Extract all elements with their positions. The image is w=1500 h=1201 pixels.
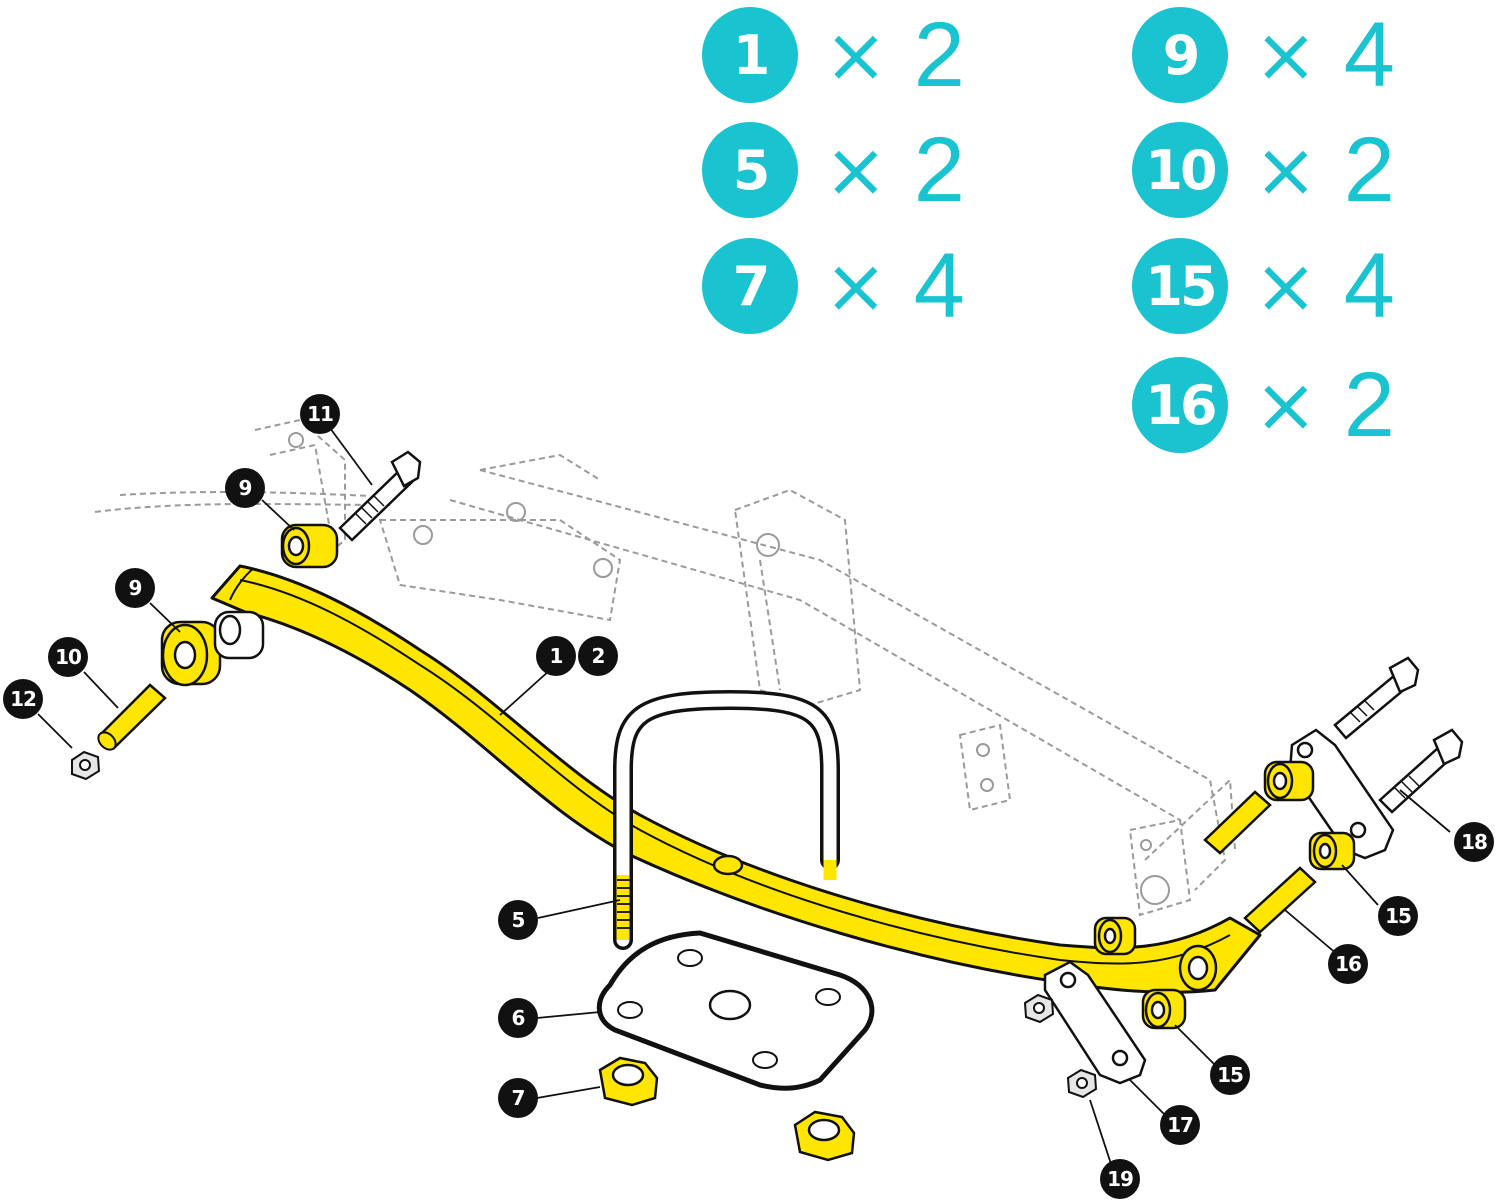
qty-count: 4: [913, 235, 965, 337]
qty-count: 2: [913, 4, 965, 106]
leaf-spring-edge: [239, 579, 1231, 965]
leaf-spring: [210, 564, 1262, 994]
qty-times-sign: ×: [1254, 10, 1318, 99]
qty-row-item-15: 15 × 4: [1132, 236, 1395, 336]
callout-7: 7: [498, 1078, 538, 1118]
callout-12: 12: [3, 679, 43, 719]
callout-17: 17: [1160, 1105, 1200, 1145]
callout-15-upper: 15: [1378, 896, 1418, 936]
rear-pins: [1203, 790, 1317, 934]
qty-times-sign: ×: [824, 125, 888, 214]
rear-nuts: [1023, 993, 1098, 1099]
qty-item-badge: 16: [1132, 357, 1228, 453]
callout-2: 2: [578, 636, 618, 676]
callout-19: 19: [1100, 1159, 1140, 1199]
center-pin: [712, 854, 744, 876]
front-bolt: [338, 450, 422, 542]
rear-bolts: [1333, 656, 1464, 814]
qty-row-item-10: 10 × 2: [1132, 120, 1395, 220]
ghost-holes: [288, 432, 1170, 905]
qty-times-sign: ×: [824, 10, 888, 99]
qty-count: 2: [1343, 119, 1395, 221]
callout-15-lower: 15: [1210, 1055, 1250, 1095]
callout-5: 5: [498, 900, 538, 940]
callout-18: 18: [1454, 822, 1494, 862]
qty-item-badge: 1: [702, 7, 798, 103]
u-bolt: [613, 689, 840, 950]
qty-times-sign: ×: [1254, 125, 1318, 214]
callout-11: 11: [300, 394, 340, 434]
callout-9-upper: 9: [225, 468, 265, 508]
qty-count: 4: [1343, 4, 1395, 106]
callout-9-lower: 9: [115, 568, 155, 608]
front-nut: [71, 750, 101, 781]
qty-item-badge: 5: [702, 122, 798, 218]
qty-row-item-7: 7 × 4: [702, 236, 965, 336]
qty-row-item-9: 9 × 4: [1132, 5, 1395, 105]
rear-bushings: [1093, 760, 1356, 1030]
u-bolt-nuts: [598, 1056, 856, 1162]
front-bushings: [160, 523, 339, 687]
qty-item-badge: 9: [1132, 7, 1228, 103]
qty-times-sign: ×: [824, 241, 888, 330]
callout-16: 16: [1328, 944, 1368, 984]
callout-6: 6: [498, 998, 538, 1038]
ghost-frame: [94, 418, 1236, 917]
rear-shackle-plates: [1043, 728, 1395, 1085]
qty-row-item-16: 16 × 2: [1132, 355, 1395, 455]
callout-1: 1: [536, 636, 576, 676]
qty-times-sign: ×: [1254, 360, 1318, 449]
leader-lines: [37, 427, 1451, 1168]
qty-count: 2: [913, 119, 965, 221]
spring-plate: [596, 930, 875, 1091]
qty-times-sign: ×: [1254, 241, 1318, 330]
callout-10: 10: [48, 637, 88, 677]
qty-row-item-1: 1 × 2: [702, 5, 965, 105]
qty-row-item-5: 5 × 2: [702, 120, 965, 220]
qty-item-badge: 10: [1132, 122, 1228, 218]
qty-count: 4: [1343, 235, 1395, 337]
qty-count: 2: [1343, 354, 1395, 456]
qty-item-badge: 7: [702, 238, 798, 334]
qty-item-badge: 15: [1132, 238, 1228, 334]
